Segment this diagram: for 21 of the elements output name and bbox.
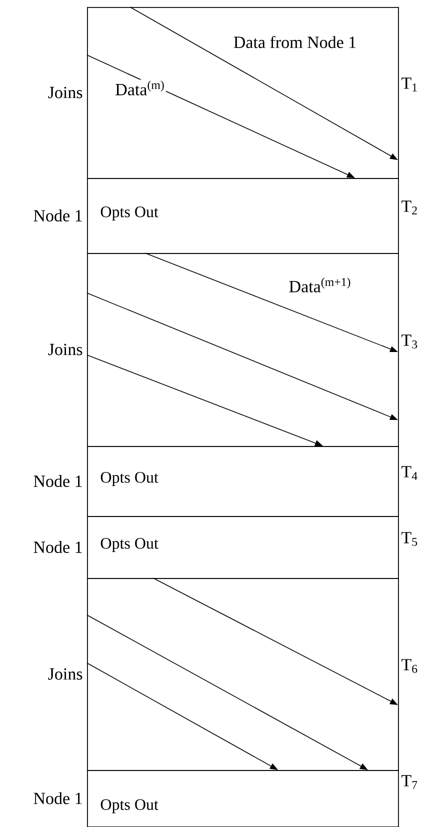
edge-label: Data from Node 1 (232, 34, 358, 50)
event-text: Opts Out (100, 538, 158, 552)
time-label: T$_{7}$ (402, 775, 418, 789)
time-label: T$_{3}$ (402, 334, 418, 348)
row-label: Joins (48, 668, 82, 680)
row-label: Node 1 (34, 541, 82, 553)
row-label: Joins (48, 86, 82, 98)
edge-label: Data$^{(m)}$ (114, 80, 166, 96)
time-label: T$_{5}$ (402, 532, 418, 546)
row-label: Node 1 (34, 210, 82, 222)
row-label: Node 1 (34, 475, 82, 487)
event-text: Opts Out (100, 206, 158, 220)
row-label: Joins (48, 344, 82, 356)
edge-label: Data$^{(m+1)}$ (288, 276, 352, 294)
time-label: T$_{2}$ (402, 200, 417, 214)
event-text: Opts Out (100, 472, 158, 486)
event-text: Opts Out (100, 799, 158, 814)
row-label: Node 1 (34, 792, 82, 804)
time-label: T$_{6}$ (402, 659, 418, 673)
time-label: T$_{4}$ (402, 466, 418, 480)
time-label: T$_{1}$ (402, 78, 417, 92)
